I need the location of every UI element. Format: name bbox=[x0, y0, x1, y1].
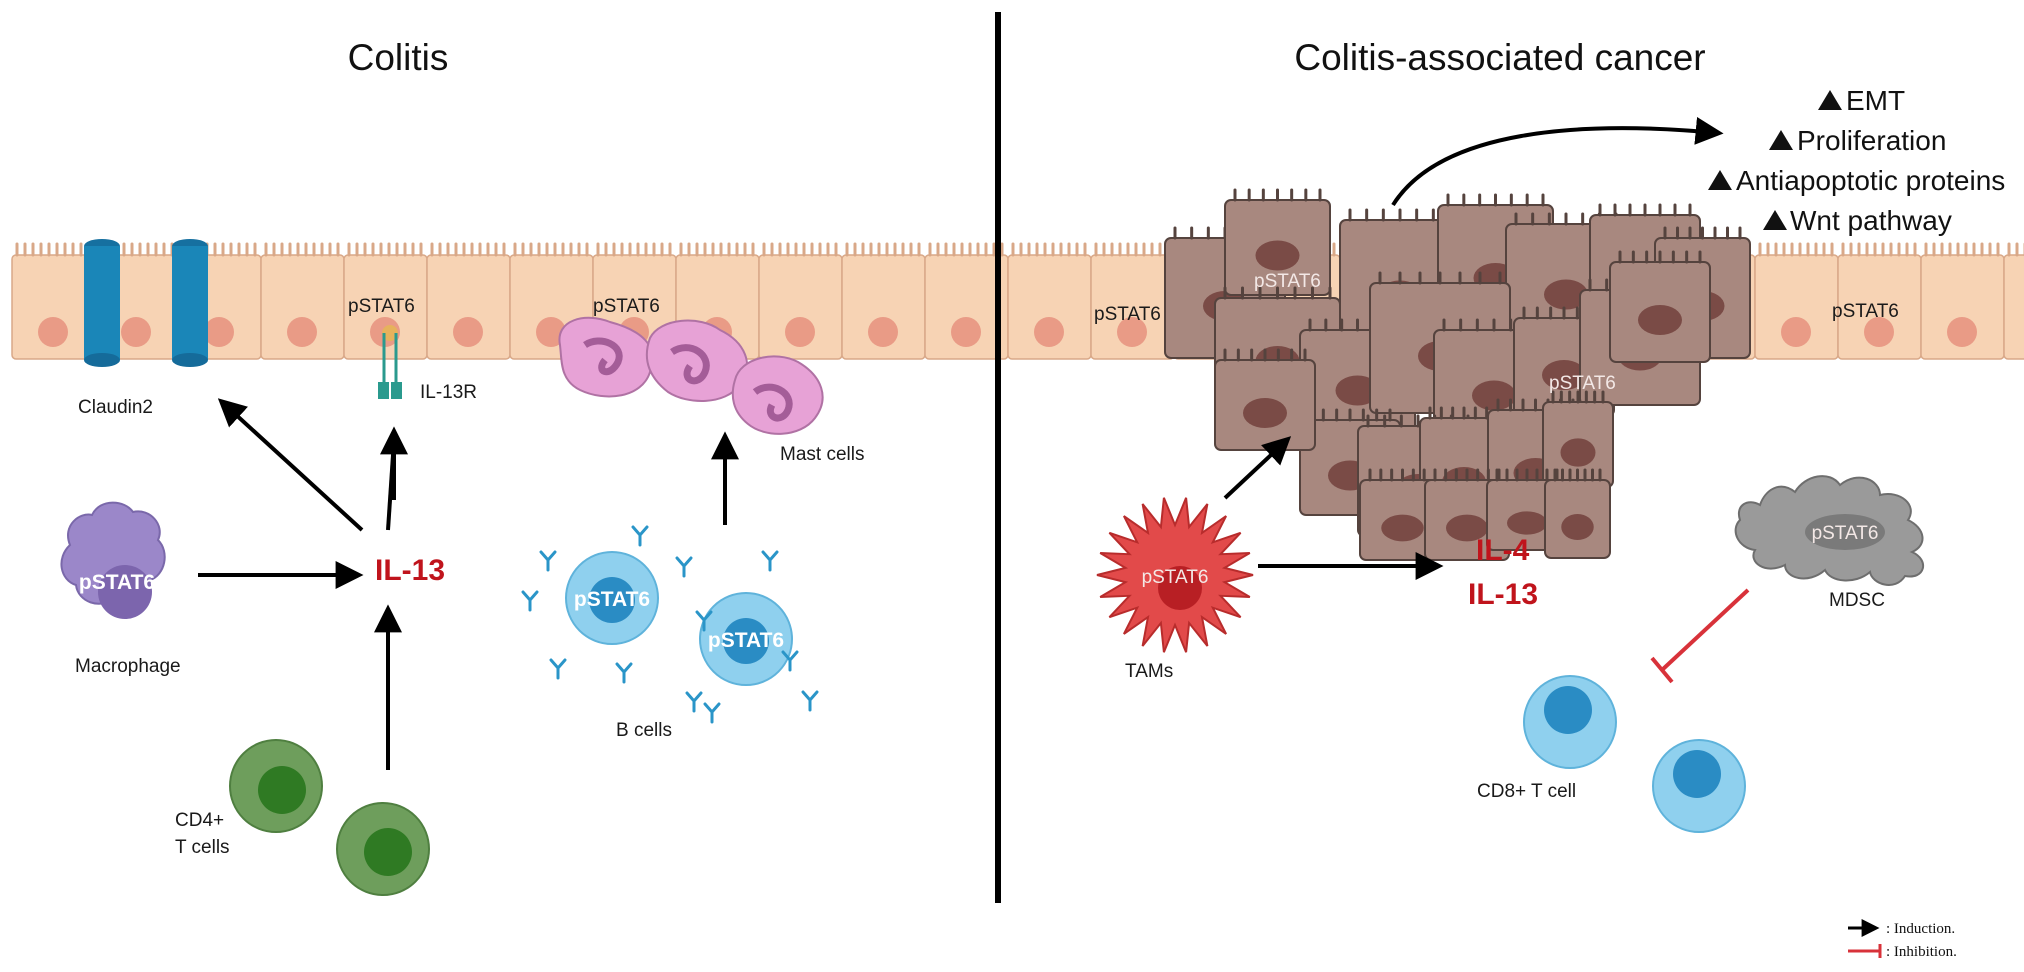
mdsc-pstat6: pSTAT6 bbox=[1812, 523, 1879, 544]
right-induction-arrows bbox=[1223, 436, 1444, 580]
pstat6-tumor-top: pSTAT6 bbox=[1254, 271, 1321, 292]
effect-wnt: Wnt pathway bbox=[1790, 205, 1952, 236]
antibody-icon bbox=[615, 662, 633, 684]
antibody-icon bbox=[685, 691, 703, 713]
epithelial-cell bbox=[11, 242, 96, 360]
epithelial-cell bbox=[1920, 242, 2005, 360]
legend-induction: : Induction. bbox=[1886, 921, 1955, 937]
antibody-icon bbox=[539, 550, 557, 572]
tumor-cell bbox=[1224, 188, 1331, 296]
pstat6-epithelium-2: pSTAT6 bbox=[593, 296, 660, 317]
mdsc-label: MDSC bbox=[1829, 590, 1885, 611]
pstat6-epithelium-1: pSTAT6 bbox=[348, 296, 415, 317]
epithelial-cell bbox=[1754, 242, 1839, 360]
il13-receptor-icon bbox=[378, 325, 402, 399]
effect-proliferation: Proliferation bbox=[1797, 125, 1946, 156]
antibody-icon bbox=[521, 590, 539, 612]
bcell-pstat6-1: pSTAT6 bbox=[574, 588, 650, 611]
epithelial-cell bbox=[1090, 242, 1175, 360]
antibody-icon bbox=[801, 690, 819, 712]
mast-cells bbox=[558, 316, 824, 435]
bcell-pstat6-2: pSTAT6 bbox=[708, 629, 784, 652]
cytokine-il4: IL-4 bbox=[1476, 534, 1530, 567]
macrophage-pstat6: pSTAT6 bbox=[79, 571, 155, 594]
tam-label: TAMs bbox=[1125, 661, 1173, 682]
left-induction-arrows bbox=[198, 398, 739, 770]
macrophage-label: Macrophage bbox=[75, 656, 181, 677]
epithelial-cell bbox=[260, 242, 345, 360]
epithelial-cell bbox=[426, 242, 511, 360]
tam-cell bbox=[1096, 497, 1254, 653]
cd4-label-line2: T cells bbox=[175, 837, 230, 858]
arrow-tam-to-tumor bbox=[1223, 436, 1292, 500]
pstat6-tumor-mid: pSTAT6 bbox=[1549, 373, 1616, 394]
effect-emt: EMT bbox=[1846, 85, 1905, 116]
arrow-il13-to-claudin2 bbox=[217, 398, 364, 532]
antibody-icon bbox=[675, 556, 693, 578]
tam-pstat6: pSTAT6 bbox=[1142, 567, 1209, 588]
cd4-label-line1: CD4+ bbox=[175, 810, 224, 831]
effect-antiapoptotic: Antiapoptotic proteins bbox=[1736, 165, 2005, 196]
tumor-cell bbox=[1544, 468, 1611, 559]
antibody-icon bbox=[781, 650, 799, 672]
epithelial-cell bbox=[924, 242, 1009, 360]
left-panel-title: Colitis bbox=[348, 37, 449, 78]
legend: : Induction. : Inhibition. bbox=[1848, 919, 1957, 960]
right-panel-title: Colitis-associated cancer bbox=[1294, 37, 1705, 78]
cd8-t-cells bbox=[1523, 675, 1746, 833]
macrophage-cell bbox=[60, 501, 166, 619]
arrow-tumor-to-effects bbox=[1391, 116, 1724, 207]
pstat6-epithelium-right-1: pSTAT6 bbox=[1094, 304, 1161, 325]
legend-inhibition: : Inhibition. bbox=[1886, 944, 1957, 960]
antibody-icon bbox=[761, 550, 779, 572]
claudin2-label: Claudin2 bbox=[78, 397, 153, 418]
epithelial-cell bbox=[758, 242, 843, 360]
il13r-label: IL-13R bbox=[420, 382, 477, 403]
epithelial-cell bbox=[841, 242, 926, 360]
epithelial-cell bbox=[2003, 242, 2024, 360]
epithelial-cell bbox=[1007, 242, 1092, 360]
antibody-icon bbox=[631, 525, 649, 547]
pstat6-epithelium-right-2: pSTAT6 bbox=[1832, 301, 1899, 322]
il13-center-label: IL-13 bbox=[375, 554, 445, 587]
bcells-label: B cells bbox=[616, 720, 672, 741]
antibody-icon bbox=[703, 702, 721, 724]
tumor-cell bbox=[1214, 348, 1316, 451]
claudin2-channels bbox=[84, 239, 208, 367]
cd8-label: CD8+ T cell bbox=[1477, 781, 1576, 802]
antibody-icon bbox=[695, 610, 713, 632]
tumor-mass bbox=[1164, 188, 1751, 561]
effects-list: EMT Proliferation Antiapoptotic proteins… bbox=[1708, 85, 2005, 236]
tumor-cell bbox=[1609, 250, 1711, 363]
b-cells bbox=[521, 525, 819, 724]
mdsc-cell bbox=[1734, 475, 1924, 586]
antibody-icon bbox=[549, 658, 567, 680]
cd4-t-cells bbox=[229, 739, 430, 896]
inhibition-arrow-mdsc-to-cd8 bbox=[1650, 588, 1750, 684]
mast-cells-label: Mast cells bbox=[780, 444, 864, 465]
cytokine-il13: IL-13 bbox=[1468, 578, 1538, 611]
